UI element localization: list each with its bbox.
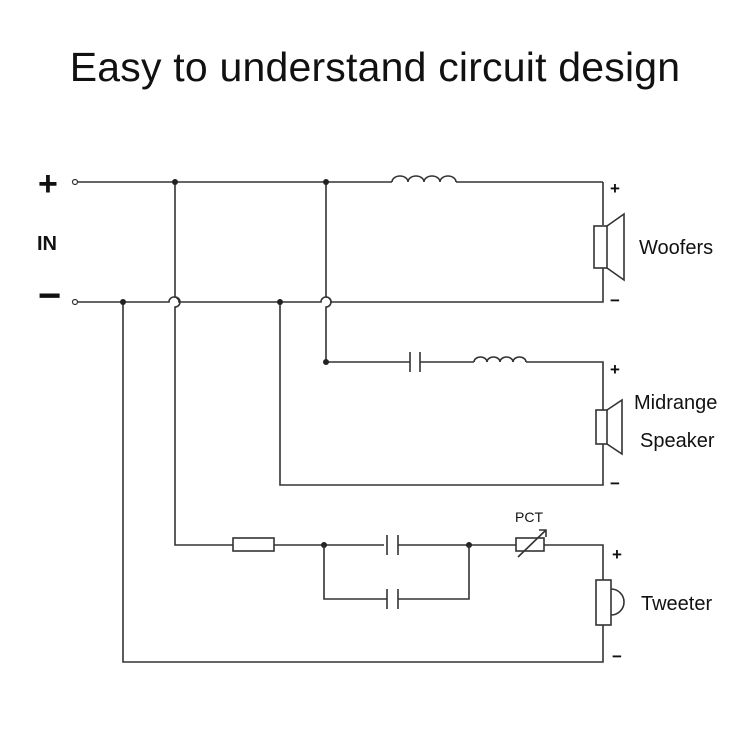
tweeter-feed-wire <box>174 182 233 546</box>
woofer-inductor <box>391 175 457 183</box>
tweeter-capacitor-top <box>386 535 399 555</box>
midrange-capacitor <box>409 352 421 372</box>
midrange-inductor <box>473 356 527 363</box>
junction-dot <box>323 179 329 185</box>
midrange-minus-label: − <box>610 474 620 493</box>
page-title: Easy to understand circuit design <box>69 44 681 90</box>
input-minus-label: − <box>38 274 61 318</box>
junction-dot <box>120 299 126 305</box>
input-minus-terminal <box>71 298 79 306</box>
midrange-label-line2: Speaker <box>640 430 715 452</box>
input-in-label: IN <box>37 233 57 255</box>
tweeter-plus-label: + <box>612 545 622 564</box>
input-plus-terminal <box>71 178 79 186</box>
junction-dot <box>323 359 329 365</box>
ptc-thermistor <box>515 529 547 558</box>
input-plus-label: + <box>38 165 58 203</box>
woofer-speaker <box>593 212 625 282</box>
tweeter-label: Tweeter <box>641 593 712 615</box>
negative-rail <box>78 268 604 303</box>
midrange-label-line1: Midrange <box>634 392 717 414</box>
woofer-minus-label: − <box>610 291 620 310</box>
ptc-label: PCT <box>515 509 543 525</box>
tweeter-return-wire <box>122 302 604 663</box>
tweeter-resistor <box>232 537 275 552</box>
midrange-feed-wire <box>325 182 410 363</box>
woofer-label: Woofers <box>639 237 713 259</box>
tweeter-capacitor-bottom <box>386 589 399 609</box>
tweeter-minus-label: − <box>612 647 622 666</box>
tweeter-speaker <box>595 579 625 626</box>
midrange-plus-label: + <box>610 360 620 379</box>
positive-rail <box>78 181 604 225</box>
midrange-speaker <box>595 398 623 456</box>
junction-dot <box>172 179 178 185</box>
woofer-plus-label: + <box>610 179 620 198</box>
junction-dot <box>277 299 283 305</box>
